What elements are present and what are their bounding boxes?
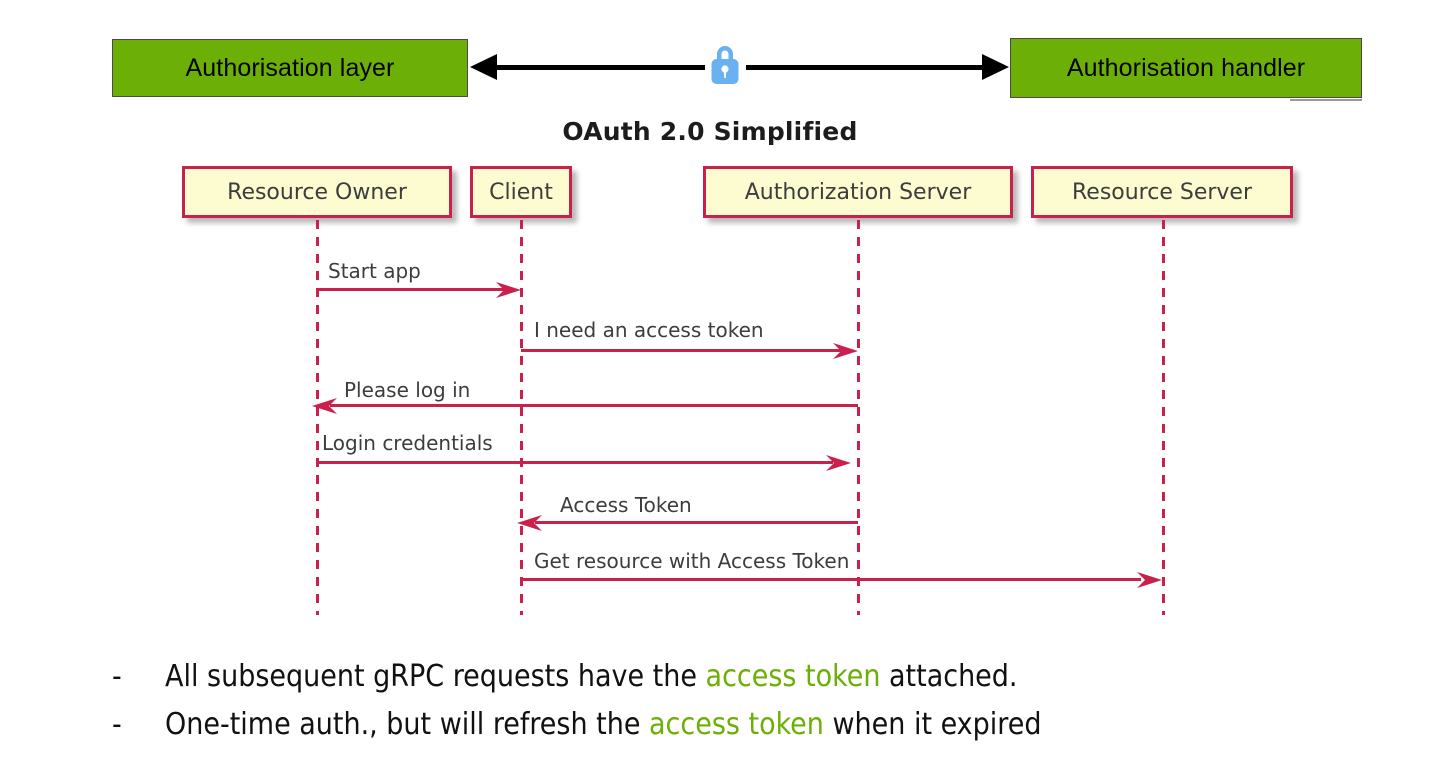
arrow-right-icon bbox=[826, 452, 852, 474]
message-line-access-token bbox=[535, 521, 858, 524]
note-highlight: access token bbox=[649, 707, 824, 742]
message-label-get-resource: Get resource with Access Token bbox=[534, 549, 850, 573]
authorisation-layer-box: Authorisation layer bbox=[112, 39, 468, 97]
participant-label: Client bbox=[489, 179, 553, 205]
lifeline-client bbox=[520, 220, 523, 615]
message-label-start-app: Start app bbox=[328, 259, 421, 283]
note-highlight: access token bbox=[705, 659, 881, 694]
lock-icon bbox=[707, 42, 743, 88]
note-text-post: attached. bbox=[880, 659, 1018, 694]
note-text: All subsequent gRPC requests have the ac… bbox=[165, 653, 1018, 701]
authorisation-handler-box: Authorisation handler bbox=[1010, 38, 1362, 98]
arrow-right-icon bbox=[1137, 569, 1163, 591]
list-item: - All subsequent gRPC requests have the … bbox=[112, 653, 1352, 701]
bullet-marker: - bbox=[112, 707, 122, 742]
participant-label: Authorization Server bbox=[744, 179, 972, 205]
message-label-access-token: Access Token bbox=[560, 493, 692, 517]
participant-authorization-server: Authorization Server bbox=[703, 166, 1013, 218]
lifeline-resource-server bbox=[1162, 220, 1165, 615]
participant-client: Client bbox=[470, 166, 572, 218]
message-line-get-resource bbox=[521, 578, 1141, 581]
authorisation-layer-label: Authorisation layer bbox=[185, 53, 395, 82]
arrow-left-icon bbox=[311, 395, 337, 417]
lifeline-resource-owner bbox=[316, 220, 319, 615]
note-text-post: when it expired bbox=[823, 707, 1042, 742]
arrow-right-icon bbox=[833, 340, 859, 362]
message-label-login-credentials: Login credentials bbox=[322, 431, 493, 455]
participant-resource-owner: Resource Owner bbox=[182, 166, 452, 218]
participant-resource-server: Resource Server bbox=[1031, 166, 1293, 218]
bullet-marker: - bbox=[112, 659, 122, 694]
message-line-login-credentials bbox=[317, 461, 833, 464]
message-line-need-access-token bbox=[521, 349, 843, 352]
connector-line-left bbox=[487, 65, 705, 70]
lifeline-authorization-server bbox=[857, 220, 860, 615]
message-line-please-log-in bbox=[330, 404, 858, 407]
message-label-need-access-token: I need an access token bbox=[534, 318, 764, 342]
arrow-right-icon bbox=[982, 54, 1009, 80]
note-text: One-time auth., but will refresh the acc… bbox=[165, 701, 1041, 749]
message-label-please-log-in: Please log in bbox=[344, 378, 471, 402]
participant-label: Resource Owner bbox=[227, 179, 407, 205]
list-item: - One-time auth., but will refresh the a… bbox=[112, 701, 1352, 749]
message-line-start-app bbox=[317, 288, 507, 291]
handler-box-underline bbox=[1290, 99, 1362, 101]
note-text-pre: All subsequent gRPC requests have the bbox=[165, 659, 706, 694]
connector-line-right bbox=[746, 65, 992, 70]
page-title: OAuth 2.0 Simplified bbox=[562, 117, 858, 146]
authorisation-handler-label: Authorisation handler bbox=[1066, 53, 1306, 82]
participant-label: Resource Server bbox=[1071, 179, 1253, 205]
notes-list: - All subsequent gRPC requests have the … bbox=[112, 653, 1352, 749]
arrow-left-icon bbox=[516, 512, 542, 534]
arrow-right-icon bbox=[496, 279, 522, 301]
note-text-pre: One-time auth., but will refresh the bbox=[165, 707, 650, 742]
